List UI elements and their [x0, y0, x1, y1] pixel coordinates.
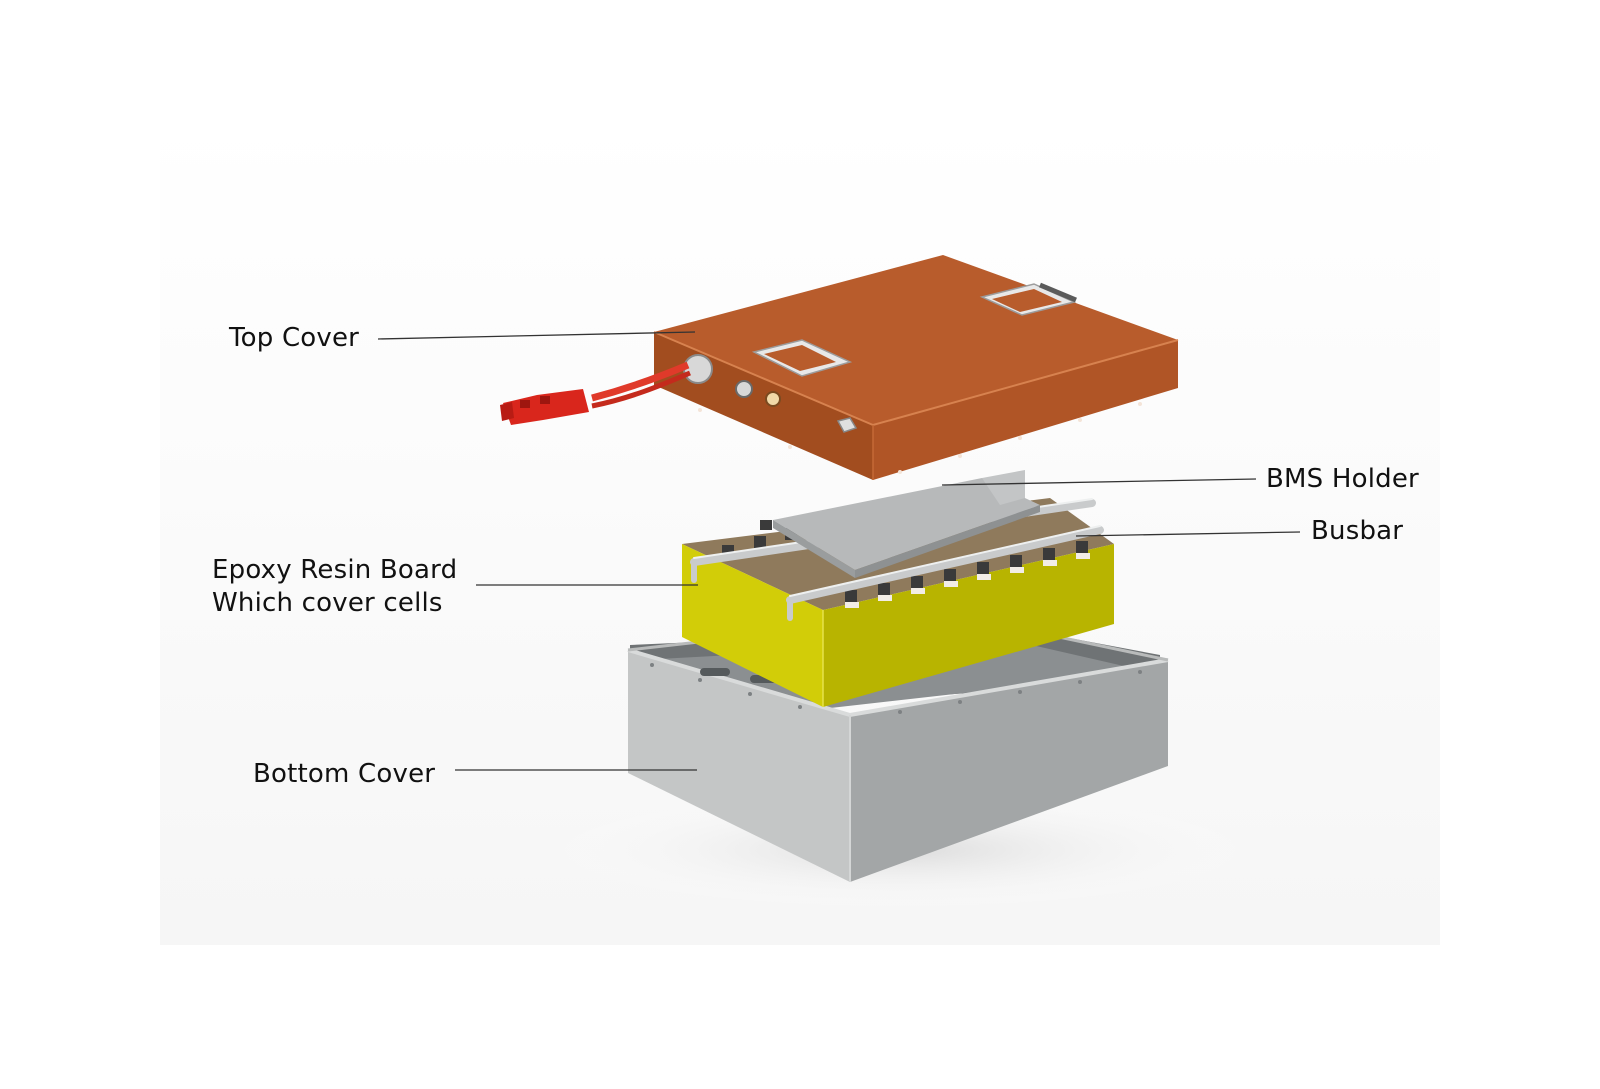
top-cover — [653, 255, 1179, 480]
terminal-bolt-icon — [836, 417, 858, 433]
leader-busbar — [1075, 531, 1301, 537]
power-cable — [591, 361, 691, 409]
label-busbar: Busbar — [1311, 516, 1404, 546]
label-bms-holder: BMS Holder — [1266, 464, 1419, 494]
handle-right — [979, 282, 1077, 316]
anderson-connector-icon — [500, 389, 589, 425]
label-epoxy-line2: Which cover cells — [212, 588, 443, 618]
leader-bms-holder — [941, 478, 1257, 486]
bms-holder — [773, 470, 1040, 578]
vent-port-icon — [735, 380, 753, 398]
label-top-cover: Top Cover — [229, 323, 360, 353]
label-bottom-cover: Bottom Cover — [253, 759, 436, 789]
leader-lines — [377, 331, 1301, 771]
label-epoxy-line1: Epoxy Resin Board — [212, 555, 458, 585]
handle-left — [751, 339, 853, 377]
cable-gland-icon — [683, 354, 713, 384]
label-epoxy-resin-board: Epoxy Resin Board Which cover cells — [212, 554, 457, 620]
leader-top-cover — [377, 331, 696, 340]
indicator-icon — [765, 391, 781, 407]
